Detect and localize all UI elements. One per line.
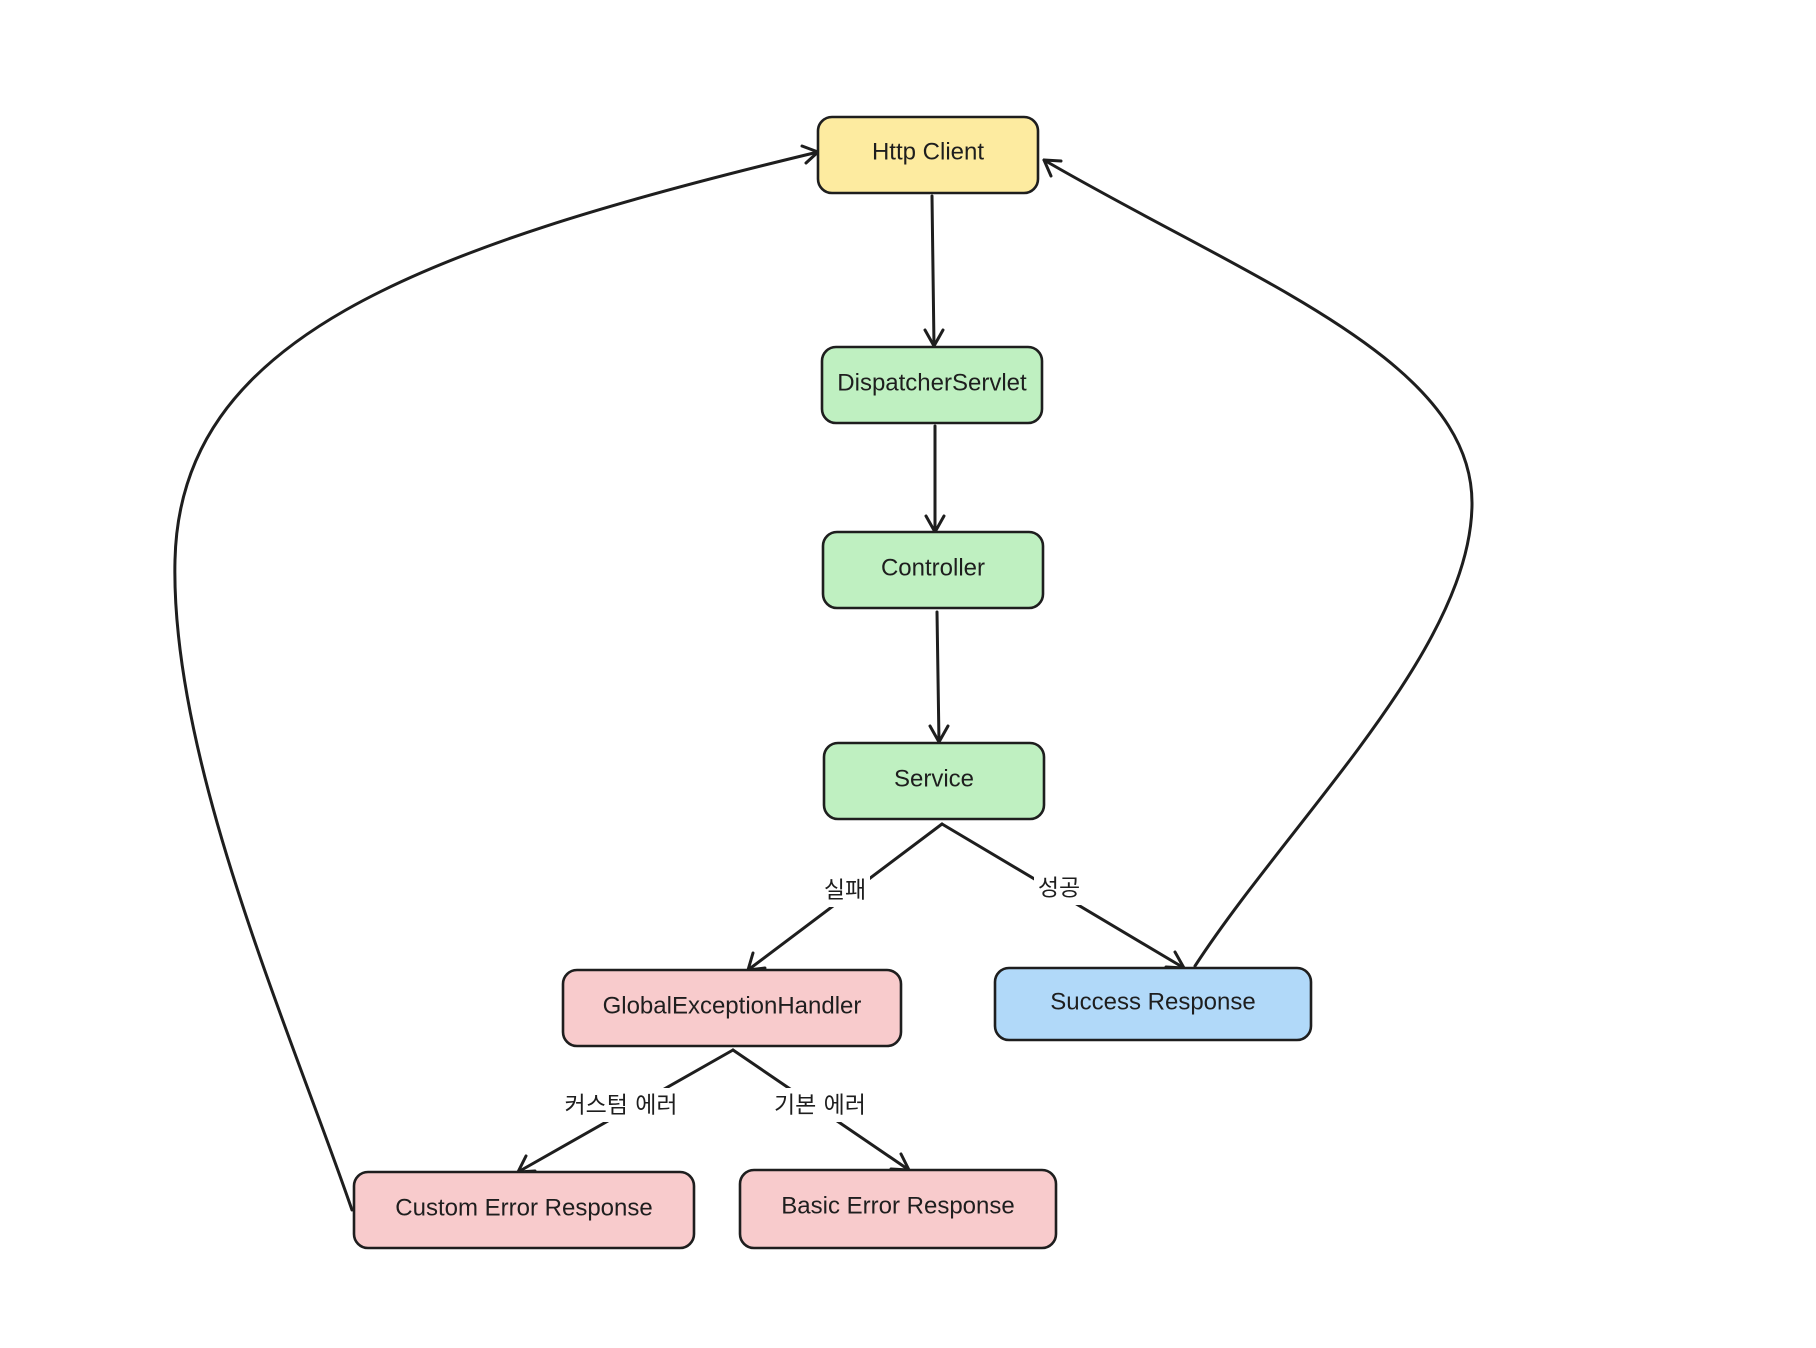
svg-text:실패: 실패 — [824, 878, 866, 904]
node-service[interactable]: Service — [822, 741, 1046, 821]
node-dispatcher-servlet[interactable]: DispatcherServlet — [820, 345, 1044, 425]
edge-label-basic-error: 기본 에러 — [772, 1088, 868, 1122]
node-service-label: Service — [894, 765, 974, 792]
edge-label-custom-error: 커스텀 에러 — [563, 1088, 679, 1122]
edge-label-success: 성공 — [1034, 871, 1084, 905]
node-global-exception-handler-label: GlobalExceptionHandler — [603, 992, 862, 1019]
node-custom-error-response-label: Custom Error Response — [395, 1194, 652, 1221]
svg-text:기본 에러: 기본 에러 — [774, 1093, 866, 1119]
edge-client-to-dispatcher — [923, 194, 945, 348]
edge-dispatcher-to-controller — [924, 424, 946, 534]
node-controller[interactable]: Controller — [821, 530, 1045, 610]
node-basic-error-response[interactable]: Basic Error Response — [738, 1168, 1058, 1250]
node-global-exception-handler[interactable]: GlobalExceptionHandler — [561, 968, 903, 1048]
node-basic-error-response-label: Basic Error Response — [781, 1192, 1014, 1219]
node-dispatcher-servlet-label: DispatcherServlet — [837, 369, 1027, 396]
node-success-response[interactable]: Success Response — [993, 966, 1313, 1042]
node-success-response-label: Success Response — [1050, 988, 1255, 1015]
node-controller-label: Controller — [881, 554, 985, 581]
edge-custom-to-client — [173, 144, 820, 1212]
edge-label-failure: 실패 — [820, 873, 870, 907]
node-http-client-label: Http Client — [872, 138, 984, 165]
svg-text:커스텀 에러: 커스텀 에러 — [564, 1093, 677, 1119]
node-http-client[interactable]: Http Client — [816, 115, 1040, 195]
svg-text:성공: 성공 — [1038, 876, 1080, 902]
edge-controller-to-service — [928, 610, 950, 744]
edge-success-to-client — [1042, 158, 1474, 968]
node-custom-error-response[interactable]: Custom Error Response — [352, 1170, 696, 1250]
